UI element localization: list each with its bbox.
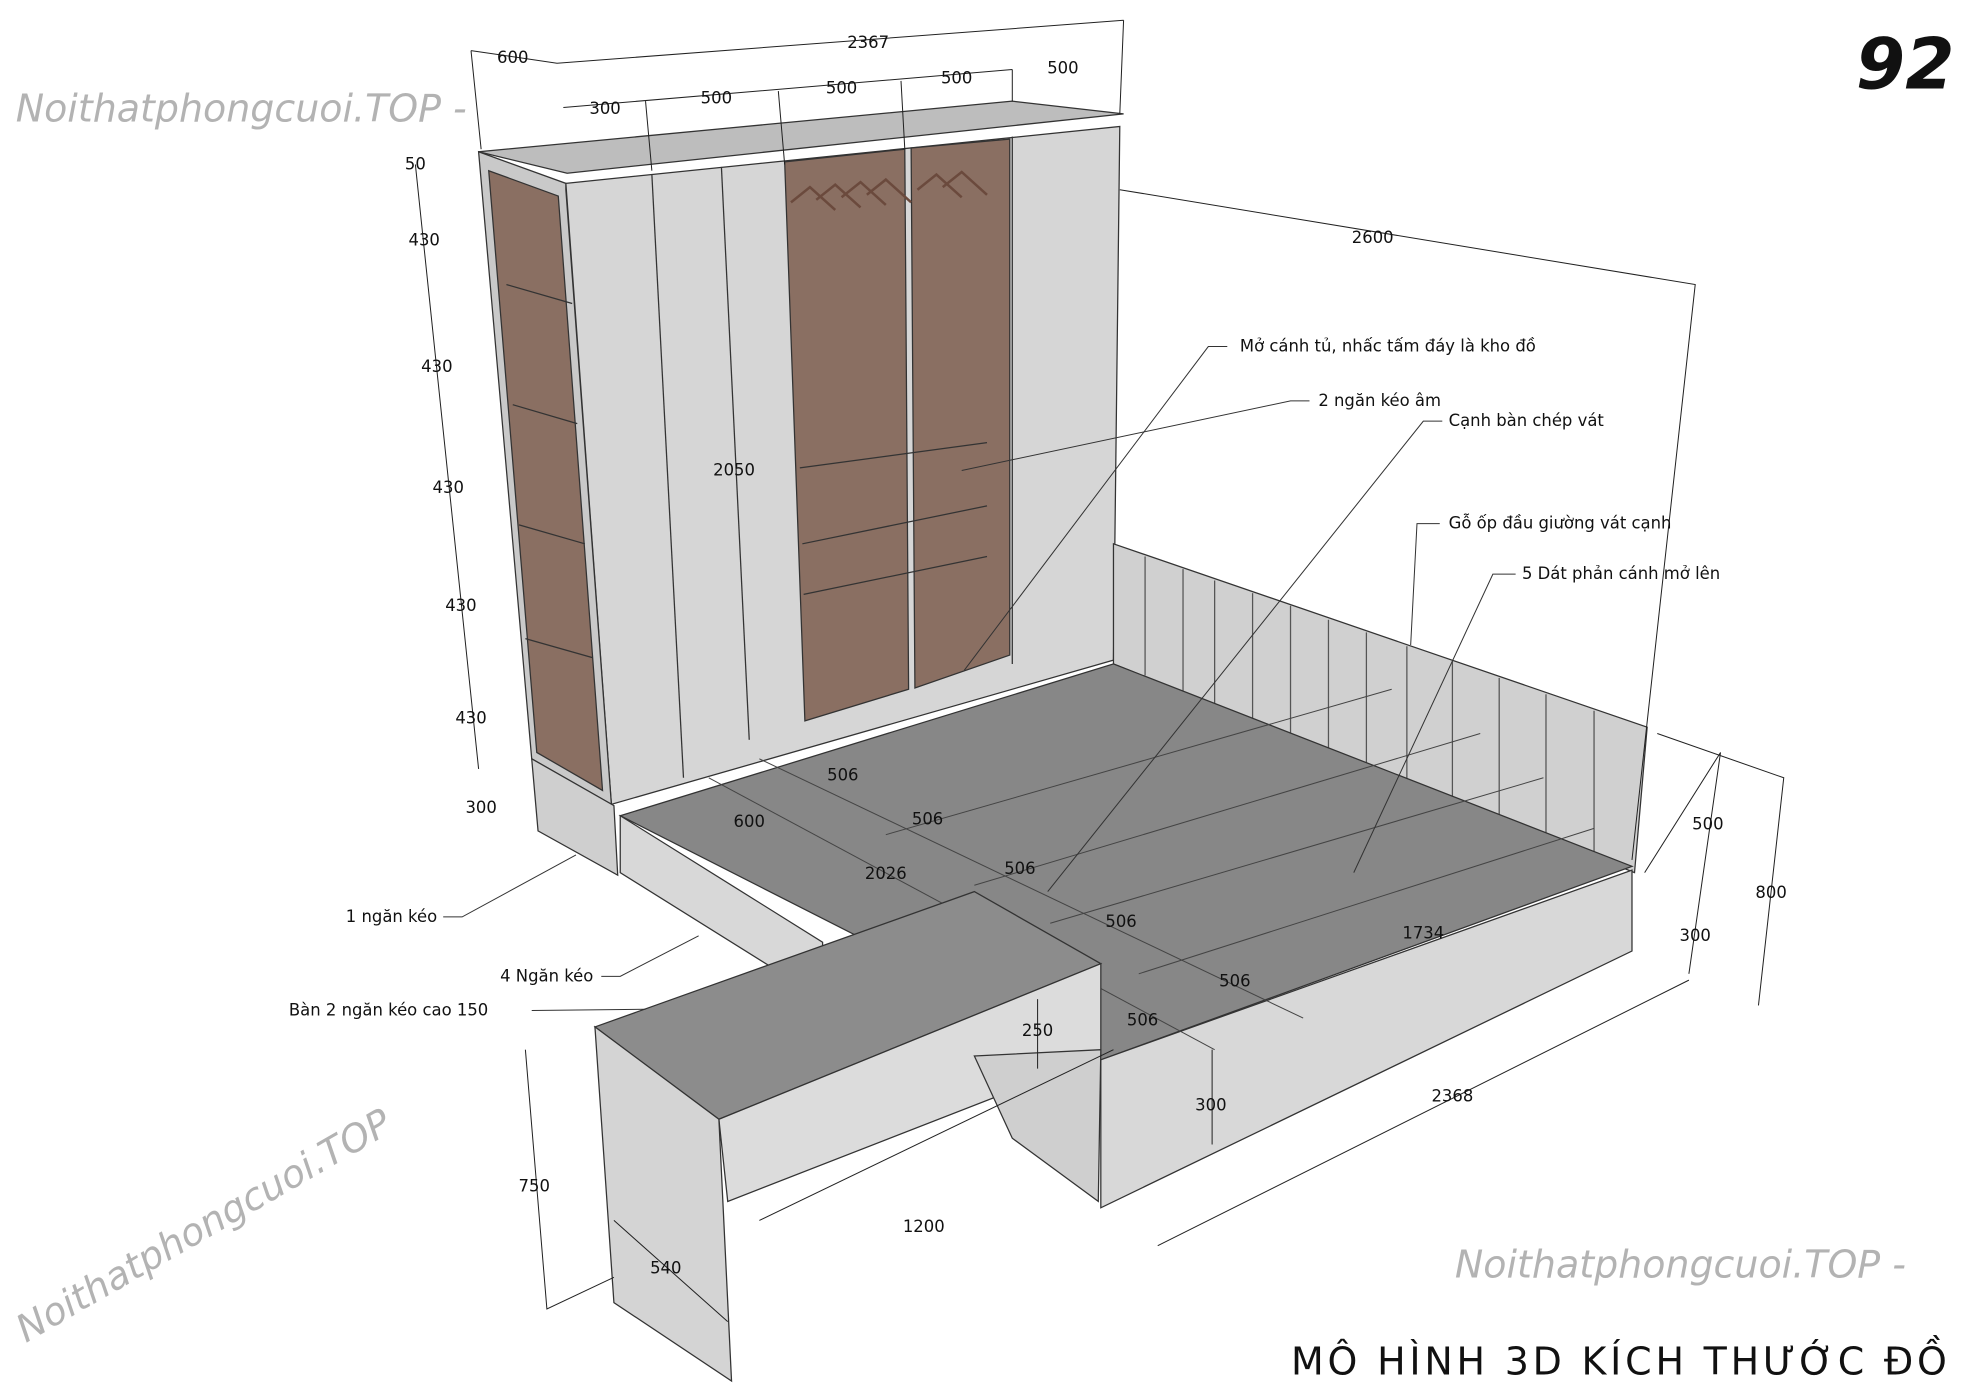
wardrobe <box>477 100 1124 877</box>
annotations: Mở cánh tủ, nhấc tấm đáy là kho đồ 2 ngă… <box>289 337 1720 1020</box>
dimension-lines <box>414 19 1785 1322</box>
dim-shelf-3: 430 <box>433 478 464 497</box>
dim-slat-6: 506 <box>1127 1011 1158 1030</box>
dim-shelf-4: 430 <box>445 596 476 615</box>
dim-headboard: 500 <box>1692 815 1723 834</box>
dim-bed-length: 2368 <box>1431 1087 1473 1106</box>
dim-slat-2: 506 <box>912 810 943 829</box>
dim-room-height: 2600 <box>1352 228 1394 247</box>
caption: MÔ HÌNH 3D KÍCH THƯỚC ĐỒ <box>1291 1336 1951 1384</box>
dim-shelf-1: 430 <box>409 230 440 249</box>
dim-slat-1: 506 <box>827 765 858 784</box>
dim-bed-width: 1734 <box>1402 923 1444 942</box>
watermark-segment-2: Noithatphongcuoi.TOP - <box>1455 1242 1906 1286</box>
dim-desk-length: 1200 <box>903 1217 945 1236</box>
watermark-segment-3: Noithatphongcuoi.TOP <box>8 1100 398 1351</box>
dimension-labels: 600 2367 300 500 500 500 500 50 430 430 … <box>405 33 1787 1277</box>
note-desk: Bàn 2 ngăn kéo cao 150 <box>289 1001 488 1020</box>
dim-plinth: 300 <box>465 798 496 817</box>
dim-section-2: 500 <box>701 89 732 108</box>
bed <box>618 542 1648 1209</box>
watermark-segment-1: Noithatphongcuoi.TOP - <box>16 86 467 130</box>
note-one-drawer: 1 ngăn kéo <box>346 907 437 926</box>
dim-slat-3: 506 <box>1004 859 1035 878</box>
dim-wardrobe-side-width: 600 <box>497 48 528 67</box>
dim-shelf-2: 430 <box>421 357 452 376</box>
dim-slat-5: 506 <box>1219 971 1250 990</box>
dim-section-3: 500 <box>826 79 857 98</box>
dim-wardrobe-total-width: 2367 <box>847 33 889 52</box>
page-number: 92 <box>1856 23 1955 106</box>
note-headboard: Gỗ ốp đầu giường vát cạnh <box>1449 514 1672 533</box>
dim-top-thickness: 50 <box>405 154 426 173</box>
dim-section-1: 300 <box>589 99 620 118</box>
note-hidden-drawers: 2 ngăn kéo âm <box>1318 391 1441 410</box>
dim-headboard-total: 800 <box>1755 883 1786 902</box>
note-bed-slats: 5 Dát phản cánh mở lên <box>1522 564 1720 583</box>
dim-desk-drawer: 250 <box>1022 1021 1053 1040</box>
dim-bed-height: 300 <box>1195 1095 1226 1114</box>
dim-section-5: 500 <box>1047 58 1078 77</box>
dim-desk-depth: 540 <box>650 1259 681 1278</box>
dim-desk-height: 750 <box>519 1176 550 1195</box>
hanger-icons <box>790 170 988 211</box>
dim-step-depth: 600 <box>734 812 765 831</box>
desk <box>593 890 1103 1383</box>
dim-shelf-5: 430 <box>455 708 486 727</box>
note-desk-edge: Cạnh bàn chép vát <box>1449 411 1605 430</box>
dim-bed-base: 300 <box>1680 926 1711 945</box>
dim-slat-4: 506 <box>1105 912 1136 931</box>
leader-lines <box>443 346 1516 1011</box>
dim-wardrobe-height: 2050 <box>713 461 755 480</box>
dim-section-4: 500 <box>941 68 972 87</box>
dim-step-length: 2026 <box>865 864 907 883</box>
note-four-drawers: 4 Ngăn kéo <box>500 966 593 985</box>
note-wardrobe-storage: Mở cánh tủ, nhấc tấm đáy là kho đồ <box>1240 337 1536 356</box>
